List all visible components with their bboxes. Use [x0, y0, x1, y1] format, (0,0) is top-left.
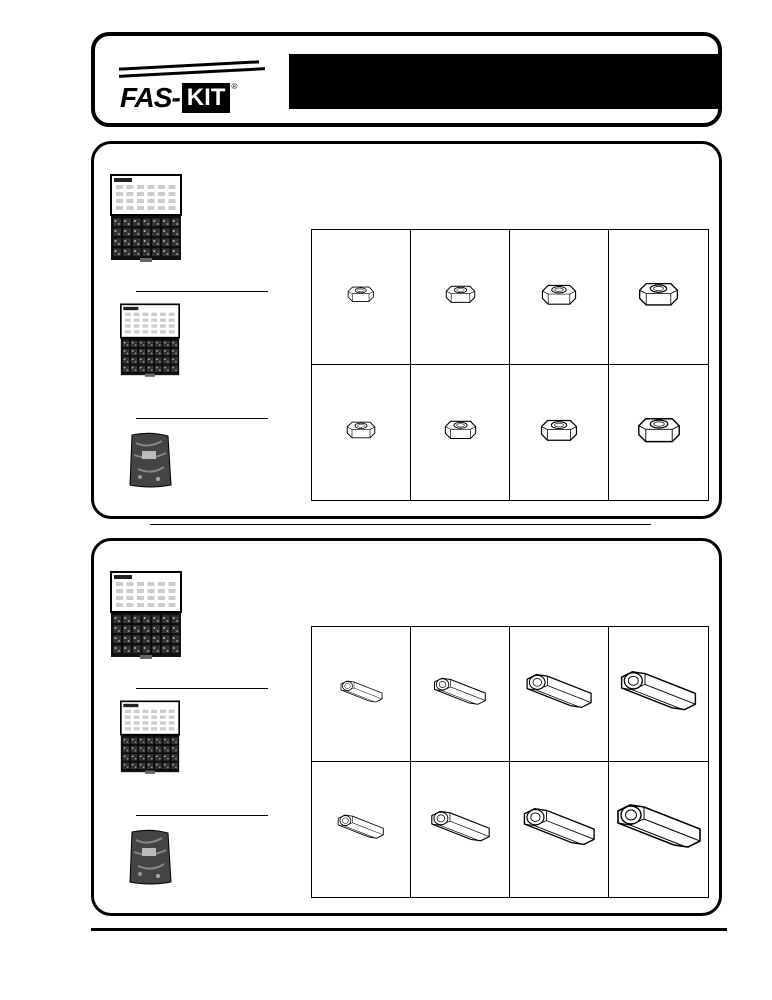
hex-nut-icon: [637, 417, 681, 448]
small-kit-cabinet-image: [120, 699, 180, 777]
section-rule: [136, 291, 268, 292]
product-cell: [609, 230, 708, 365]
coupling-nut-section: [91, 538, 722, 916]
coupling-nut-icon: [614, 803, 704, 856]
hex-nut-icon: [445, 285, 476, 309]
product-cell: [510, 627, 609, 762]
hex-nut-section: [91, 141, 722, 519]
product-cell: [411, 230, 510, 365]
section-rule: [136, 815, 268, 816]
hex-nut-icon: [541, 284, 577, 311]
section-rule: [136, 418, 268, 419]
page-header: FAS- KIT ®: [91, 32, 722, 127]
coupling-nut-icon: [336, 814, 386, 845]
hex-nut-icon: [540, 419, 578, 447]
coupling-nut-icon: [618, 670, 699, 718]
hex-nut-icon: [638, 282, 679, 312]
title-bar: [289, 54, 722, 109]
product-cell: [609, 627, 708, 762]
product-cell: [312, 365, 411, 500]
hex-nut-icon: [347, 286, 375, 308]
hex-nut-icon: [444, 420, 477, 445]
footer-rule: [91, 928, 727, 931]
coupling-nut-icon: [339, 680, 384, 709]
product-grid: [311, 626, 709, 898]
product-cell: [411, 762, 510, 897]
logo-kit-text: KIT: [181, 83, 231, 113]
product-cell: [510, 762, 609, 897]
product-cell: [411, 365, 510, 500]
product-cell: [609, 762, 708, 897]
product-cell: [609, 365, 708, 500]
coupling-nut-icon: [521, 807, 598, 853]
coupling-nut-icon: [432, 677, 488, 712]
product-cell: [312, 762, 411, 897]
fas-kit-logo: FAS- KIT ®: [113, 58, 273, 118]
product-grid: [311, 229, 709, 501]
coupling-nut-icon: [524, 673, 594, 715]
section-rule: [136, 688, 268, 689]
product-cell: [312, 230, 411, 365]
hex-nut-icon: [346, 421, 376, 444]
coupling-nut-icon: [429, 810, 492, 849]
product-cell: [510, 230, 609, 365]
product-cell: [411, 627, 510, 762]
product-cell: [510, 365, 609, 500]
refill-bag-image: [128, 828, 172, 886]
section-divider: [150, 524, 651, 525]
logo-registered-mark: ®: [231, 82, 238, 91]
small-kit-cabinet-image: [120, 302, 180, 380]
product-cell: [312, 627, 411, 762]
large-kit-cabinet-image: [110, 571, 182, 661]
large-kit-cabinet-image: [110, 174, 182, 264]
logo-fas-text: FAS-: [120, 82, 181, 113]
refill-bag-image: [128, 431, 172, 489]
